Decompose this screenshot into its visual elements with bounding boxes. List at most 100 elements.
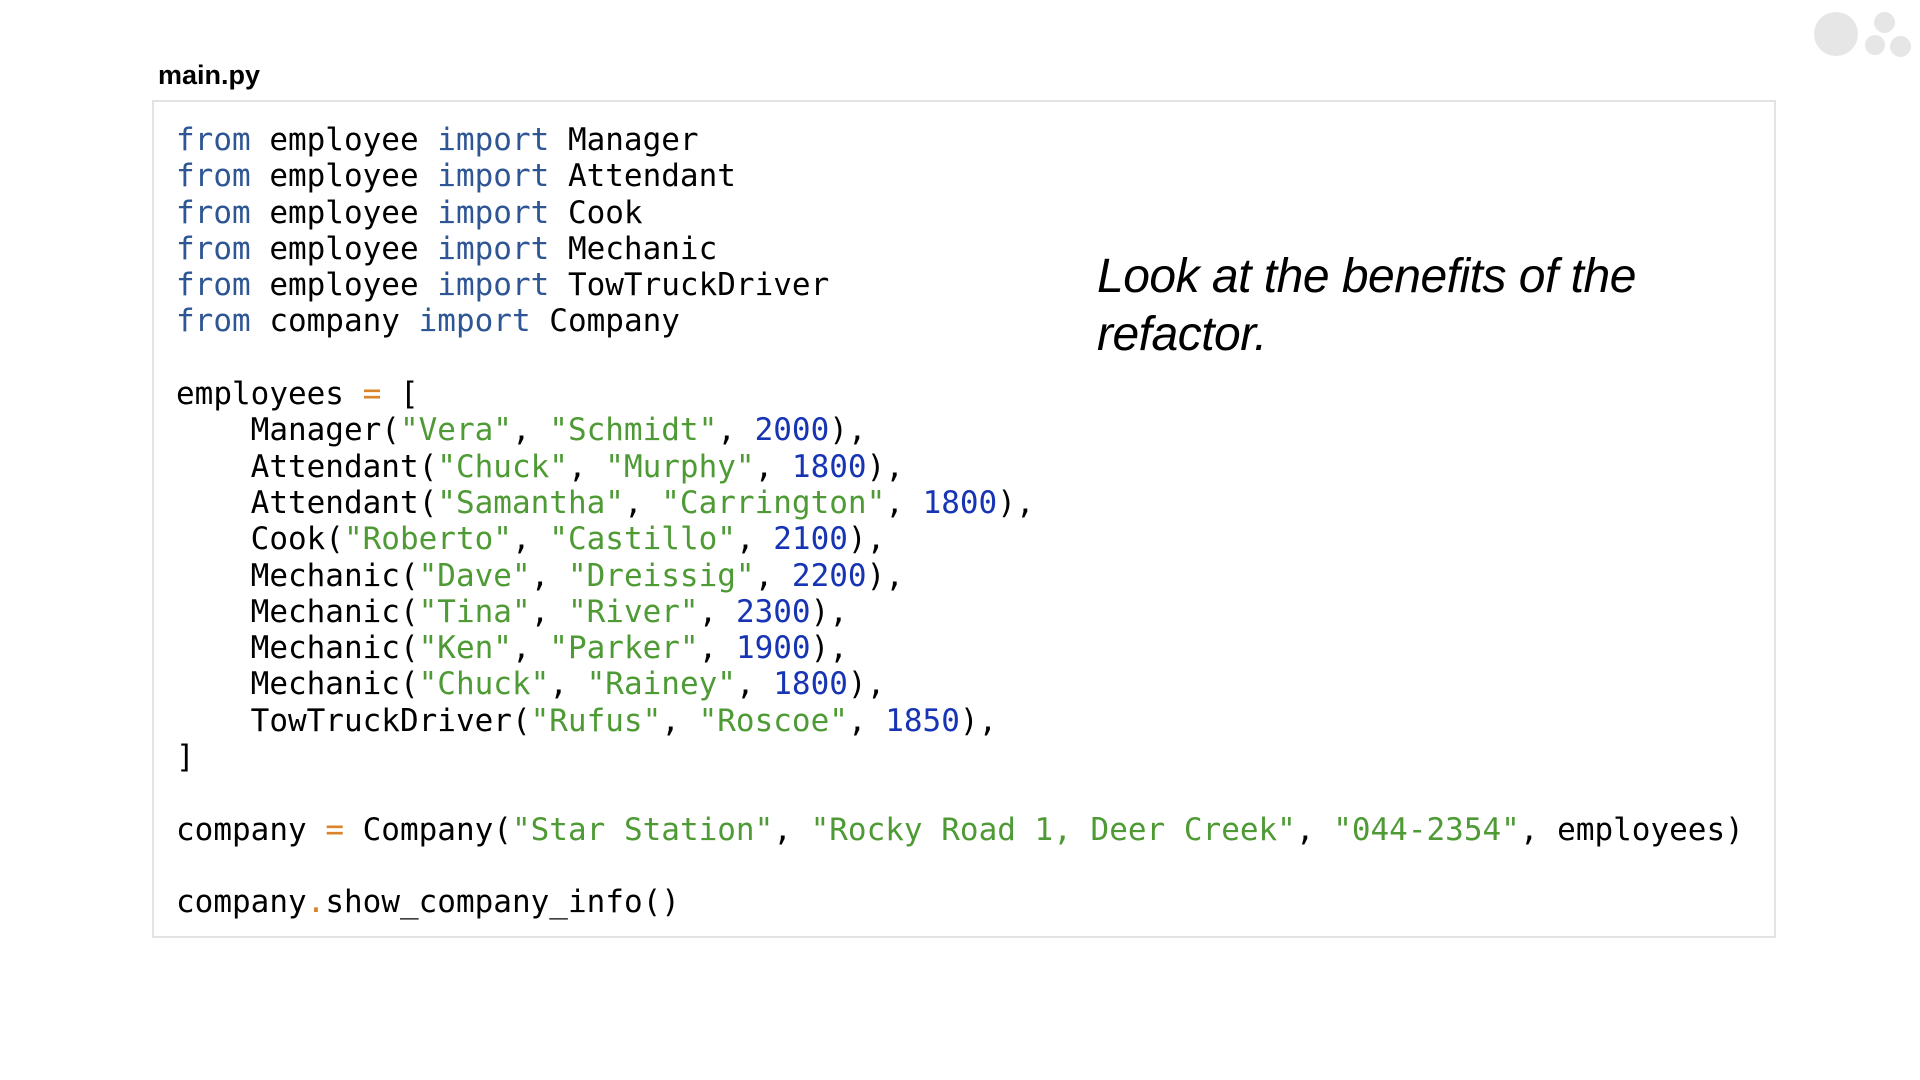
code-token: Company bbox=[530, 303, 680, 340]
code-token: 1800 bbox=[773, 666, 848, 703]
code-token: ), bbox=[866, 448, 904, 485]
code-token: , bbox=[773, 811, 811, 848]
logo-dot-large bbox=[1814, 12, 1858, 56]
code-line: Mechanic("Chuck", "Rainey", 1800), bbox=[176, 666, 1744, 702]
code-token: , bbox=[754, 557, 792, 594]
code-token: Mechanic( bbox=[176, 593, 419, 630]
code-token: = bbox=[362, 376, 382, 413]
code-token: from bbox=[176, 122, 251, 158]
code-line: Manager("Vera", "Schmidt", 2000), bbox=[176, 412, 1744, 448]
code-token: "Chuck" bbox=[418, 666, 550, 703]
code-token: Mechanic( bbox=[176, 557, 419, 594]
code-token: TowTruckDriver bbox=[549, 267, 830, 304]
code-token: Attendant( bbox=[176, 484, 438, 521]
code-token: = bbox=[325, 811, 344, 848]
code-token: Manager( bbox=[176, 412, 400, 449]
code-token: "Schmidt" bbox=[549, 412, 718, 449]
slide-note: Look at the benefits of the refactor. bbox=[1097, 250, 1636, 361]
code-token: 1850 bbox=[885, 702, 960, 739]
code-token: ), bbox=[959, 702, 998, 739]
code-token: , bbox=[661, 702, 699, 739]
code-token: Mechanic( bbox=[176, 630, 419, 667]
code-token: from bbox=[176, 267, 251, 304]
code-token: import bbox=[437, 267, 550, 304]
code-token: ), bbox=[847, 666, 886, 703]
code-token: , bbox=[1295, 811, 1334, 848]
code-token: Mechanic bbox=[549, 230, 718, 267]
code-token: "Dreissig" bbox=[567, 557, 755, 594]
code-token: "Dave" bbox=[418, 557, 531, 594]
code-token: from bbox=[176, 303, 251, 340]
code-token: 2200 bbox=[791, 557, 867, 594]
code-token: "Rocky Road 1, Deer Creek" bbox=[810, 811, 1296, 848]
code-token: 1800 bbox=[922, 484, 998, 521]
code-token: , bbox=[511, 630, 550, 667]
code-token: employee bbox=[250, 194, 438, 231]
code-token: from bbox=[176, 158, 251, 195]
code-line: Attendant("Samantha", "Carrington", 1800… bbox=[176, 485, 1744, 521]
code-token: , bbox=[735, 521, 774, 558]
code-token: "Rainey" bbox=[586, 666, 736, 703]
code-line bbox=[176, 848, 1744, 884]
code-token: , bbox=[698, 630, 736, 667]
code-line: from employee import Manager bbox=[176, 122, 1744, 158]
code-line: from employee import TowTruckDriver bbox=[176, 267, 1744, 303]
code-token: Cook( bbox=[176, 521, 344, 558]
code-token: "Carrington" bbox=[661, 484, 886, 521]
code-token: , bbox=[885, 484, 923, 521]
code-token: from bbox=[176, 230, 251, 267]
code-line: from employee import Attendant bbox=[176, 158, 1744, 194]
code-token: "Parker" bbox=[549, 630, 699, 667]
code-token: , bbox=[511, 412, 550, 449]
code-token: ), bbox=[810, 630, 848, 667]
code-token: import bbox=[418, 303, 531, 340]
code-token: ), bbox=[847, 521, 886, 558]
code-token: Mechanic( bbox=[176, 666, 419, 703]
code-token: "Star Station" bbox=[511, 811, 774, 848]
code-token: , bbox=[511, 521, 550, 558]
code-token: 1800 bbox=[791, 448, 867, 485]
code-token: "Vera" bbox=[399, 412, 512, 449]
code-line: company = Company("Star Station", "Rocky… bbox=[176, 812, 1744, 848]
code-token: [ bbox=[381, 376, 419, 413]
code-token: ), bbox=[829, 412, 867, 449]
code-token: 2100 bbox=[773, 521, 848, 558]
code-token: "Roscoe" bbox=[698, 702, 848, 739]
code-line bbox=[176, 775, 1744, 811]
logo-dot-small bbox=[1890, 36, 1911, 57]
code-token: 1900 bbox=[735, 630, 811, 667]
code-line: company.show_company_info() bbox=[176, 884, 1744, 920]
code-token: company bbox=[250, 303, 419, 340]
code-token: "Castillo" bbox=[549, 521, 736, 558]
code-token: 2300 bbox=[735, 593, 811, 630]
code-token: employee bbox=[250, 230, 438, 267]
code-token: , bbox=[698, 593, 736, 630]
code-token: employee bbox=[250, 267, 438, 304]
code-line: Cook("Roberto", "Castillo", 2100), bbox=[176, 521, 1744, 557]
code-token: , bbox=[549, 666, 587, 703]
code-token: , bbox=[530, 557, 568, 594]
code-token: , bbox=[754, 448, 792, 485]
code-token: "Chuck" bbox=[437, 448, 568, 485]
code-token: import bbox=[437, 122, 550, 158]
code-token: , bbox=[623, 484, 662, 521]
code-token: "044-2354" bbox=[1333, 811, 1520, 848]
code-line: ] bbox=[176, 739, 1744, 775]
code-token: "Ken" bbox=[418, 630, 512, 667]
code-token: "Tina" bbox=[418, 593, 531, 630]
code-token: "Roberto" bbox=[343, 521, 512, 558]
code-line: from company import Company bbox=[176, 303, 1744, 339]
code-token: Attendant( bbox=[176, 448, 438, 485]
code-token: import bbox=[437, 158, 550, 195]
code-line: Mechanic("Tina", "River", 2300), bbox=[176, 594, 1744, 630]
code-token: ] bbox=[176, 739, 195, 776]
code-token: ), bbox=[810, 593, 848, 630]
code-token: 2000 bbox=[754, 412, 830, 449]
code-line: employees = [ bbox=[176, 376, 1744, 412]
code-token: . bbox=[306, 884, 326, 921]
code-token: , bbox=[735, 666, 774, 703]
code-token: "Samantha" bbox=[437, 484, 624, 521]
code-token: show_company_info() bbox=[325, 884, 680, 921]
code-token: "Rufus" bbox=[530, 702, 662, 739]
